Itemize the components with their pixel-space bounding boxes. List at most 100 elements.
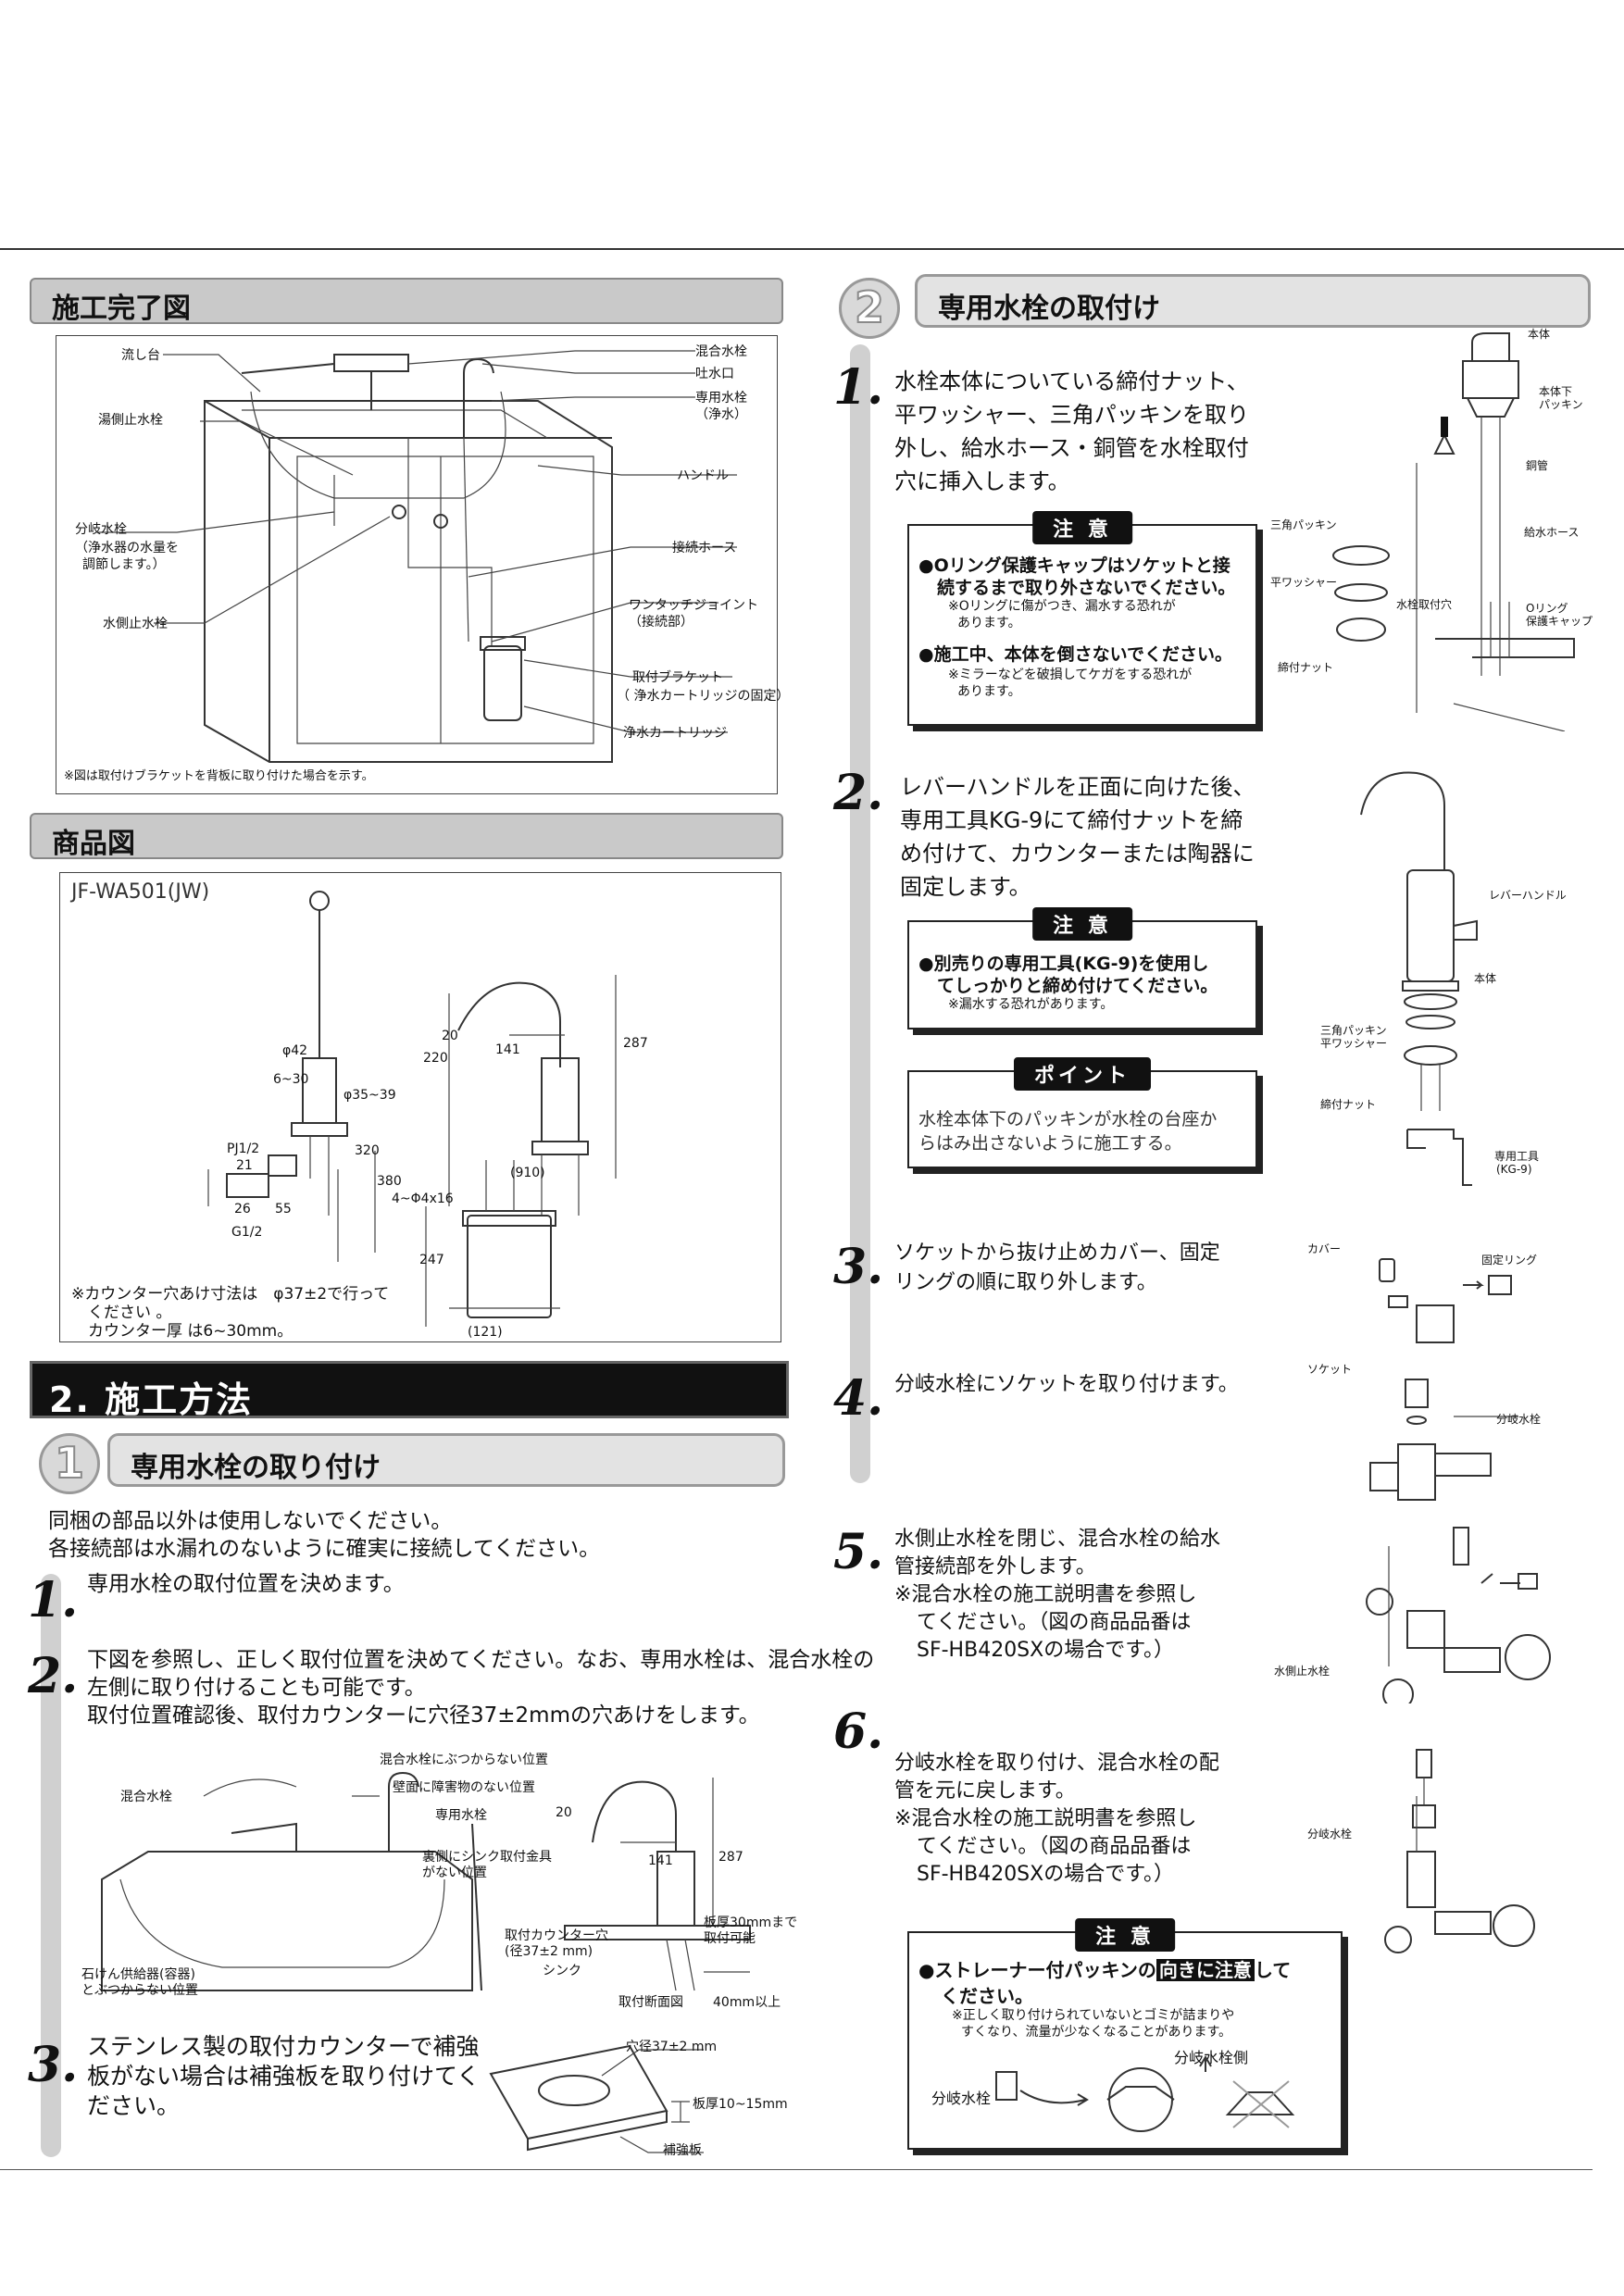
intro-line1: 同梱の部品以外は使用しないでください。: [48, 1509, 453, 1533]
caution3-a: ●ストレーナー付パッキンの: [918, 1959, 1156, 1981]
caution1-e: ●施工中、本体を倒さないでください。: [918, 644, 1233, 665]
r-label-kyusui: 給水ホース: [1524, 526, 1580, 539]
strainer-packing-drawing: [995, 2055, 1295, 2132]
label-cartridge: 浄水カートリッジ: [623, 726, 727, 741]
pos-label-10b: 取付可能: [704, 1931, 756, 1946]
reinforcement-plate-drawing: [489, 2044, 704, 2153]
faucet-insertion-drawing: [1332, 332, 1575, 731]
point-text-1: 水栓本体下のパッキンが水栓の台座か: [918, 1109, 1218, 1129]
label-branch-note1: （浄水器の水量を: [75, 541, 179, 555]
r-label-hontaishita: 本体下: [1539, 385, 1573, 398]
r-step2-a: レバーハンドルを正面に向けた後、: [900, 774, 1255, 800]
pos-label-10: 板厚30mmまで: [704, 1915, 798, 1930]
r-step2-b: 専用工具KG-9にて締付ナットを締: [900, 807, 1243, 833]
caution1-g: あります。: [957, 684, 1021, 699]
caution3-f: 分岐水栓側: [1174, 2049, 1249, 2066]
section-title: 2. 施工方法: [49, 1379, 254, 1420]
r-step1-b: 平ワッシャー、三角パッキンを取り: [894, 402, 1250, 428]
left-step3-text-c: ださい。: [87, 2092, 181, 2119]
pos-label-15: 穴径37±2 mm: [626, 2040, 718, 2054]
caution3-e: すくなり、流量が少なくなることがあります。: [961, 2025, 1232, 2040]
r-label-ring: 固定リング: [1481, 1254, 1538, 1267]
caution3-d: ※正しく取り付けられていないとゴミが詰まりや: [952, 2008, 1235, 2023]
pos-label-12: 141: [648, 1853, 673, 1868]
dim-20: 20: [442, 1029, 458, 1043]
r-step5-a: 水側止水栓を閉じ、混合水栓の給水: [894, 1528, 1221, 1551]
pos-label-8: シンク: [543, 1964, 581, 1978]
label-bracket-sub: （ 浄水カートリッジの固定）: [617, 689, 790, 704]
r-step5-d: てください。（図の商品品番は: [917, 1611, 1192, 1634]
pos-label-5b: がない位置: [422, 1866, 487, 1880]
pos-label-5: 裏側にシンク取付金具: [422, 1850, 552, 1865]
product-note1: ※カウンター穴あけ寸法は φ37±2で行って: [71, 1285, 390, 1304]
r-step-number-6: 6.: [833, 1703, 884, 1760]
section-header-completion: 施工完了図: [30, 278, 783, 325]
r-step-number-3: 3.: [833, 1239, 884, 1295]
dim-220: 220: [423, 1051, 448, 1066]
r-step3-b: リングの順に取り外します。: [894, 1271, 1157, 1294]
r-step6-e: SF-HB420SXの場合です。）: [917, 1863, 1175, 1886]
completion-footnote: ※図は取付けブラケットを背板に取り付けた場合を示す。: [64, 769, 374, 783]
caution1-d: あります。: [957, 616, 1021, 630]
pos-label-13: 287: [718, 1850, 743, 1865]
label-mixing-faucet: 混合水栓: [695, 344, 747, 359]
caution1-f: ※ミラーなどを破損してケガをする恐れが: [948, 668, 1193, 682]
section-header-product: 商品図: [30, 813, 783, 860]
dim-hole: φ35~39: [344, 1088, 396, 1103]
section-header-step1: 専用水栓の取り付け: [107, 1433, 785, 1487]
r-label-sankaku: 三角パッキン: [1270, 518, 1337, 531]
r-label-hirawasher2: 平ワッシャー: [1320, 1037, 1388, 1050]
r-label-bunki2: 分岐水栓: [1307, 1828, 1353, 1841]
left-step3-text-a: ステンレス製の取付カウンターで補強: [87, 2033, 480, 2060]
pos-label-7: 取付カウンター穴: [505, 1928, 608, 1943]
label-branch-valve: 分岐水栓: [75, 522, 127, 537]
caution2-c: ※漏水する恐れがあります。: [948, 997, 1114, 1012]
left-step2-text-a: 下図を参照し、正しく取付位置を決めてください。なお、専用水栓は、混合水栓の: [87, 1648, 875, 1672]
r-label-oring: Oリング: [1526, 602, 1568, 615]
r-label-shimetsuke2: 締付ナット: [1320, 1098, 1377, 1111]
dim-d42: φ42: [282, 1043, 308, 1058]
r-step-number-2: 2.: [833, 765, 884, 821]
product-note2: ください 。: [88, 1304, 172, 1322]
dim-380: 380: [377, 1174, 402, 1189]
left-step-bar: [41, 1574, 61, 2157]
r-step5-e: SF-HB420SXの場合です。）: [917, 1639, 1175, 1662]
r-step-number-1: 1.: [833, 359, 884, 416]
section-title: 専用水栓の取り付け: [131, 1452, 381, 1484]
pos-label-17: 補強板: [663, 2143, 702, 2158]
label-bracket: 取付ブラケット: [632, 670, 723, 685]
r-label-hirawasher: 平ワッシャー: [1270, 576, 1338, 589]
caution-box-3: 注 意 ●ストレーナー付パッキンの向きに注意して ください。 ※正しく取り付けら…: [907, 1918, 1343, 2150]
step-number-2: 2.: [28, 1648, 79, 1704]
dim-thickness: 6~30: [273, 1072, 309, 1087]
pos-label-9: 取付断面図: [618, 1995, 683, 2010]
caution3-g: 分岐水栓: [931, 2090, 992, 2107]
point-box: ポイント 水栓本体下のパッキンが水栓の台座か らはみ出さないように施工する。: [907, 1057, 1257, 1168]
r-step5-c: ※混合水栓の施工説明書を参照し: [894, 1583, 1197, 1606]
label-nagashidai: 流し台: [121, 348, 160, 363]
label-spout: 吐水口: [695, 367, 734, 381]
r-label-tool2: (KG-9): [1496, 1163, 1532, 1176]
bottom-rule: [0, 2169, 1593, 2170]
pos-label-11: 40mm以上: [713, 1995, 781, 2010]
r-step5-b: 管接続部を外します。: [894, 1555, 1096, 1578]
branch-reconnect-drawing: [1384, 1749, 1535, 1953]
caution2-b: てしっかりと締め付けてください。: [937, 976, 1218, 996]
dim-screws: 4~Φ4x16: [392, 1192, 454, 1206]
r-label-hogo: 保護キャップ: [1526, 615, 1593, 628]
dim-247: 247: [419, 1253, 444, 1267]
pos-label-2: 壁面に障害物のない位置: [393, 1780, 535, 1795]
label-cold-valve: 水側止水栓: [103, 617, 168, 631]
dim-287: 287: [623, 1036, 648, 1051]
r-label-hontai: 本体: [1528, 328, 1551, 341]
caution-head: 注 意: [1032, 907, 1132, 941]
caution-box-2: 注 意 ●別売りの専用工具(KG-9)を使用し てしっかりと締め付けてください。…: [907, 907, 1257, 1029]
section-title: 商品図: [52, 828, 135, 860]
caution3-b: して: [1254, 1959, 1292, 1981]
r-label-bunki: 分岐水栓: [1496, 1413, 1542, 1426]
left-step3-text-b: 板がない場合は補強板を取り付けてく: [87, 2063, 481, 2090]
r-step2-c: め付けて、カウンターまたは陶器に: [900, 841, 1255, 867]
r-step6-d: てください。（図の商品品番は: [917, 1835, 1192, 1858]
label-connect-hose: 接続ホース: [672, 541, 737, 555]
caution-head: 注 意: [1032, 511, 1132, 544]
